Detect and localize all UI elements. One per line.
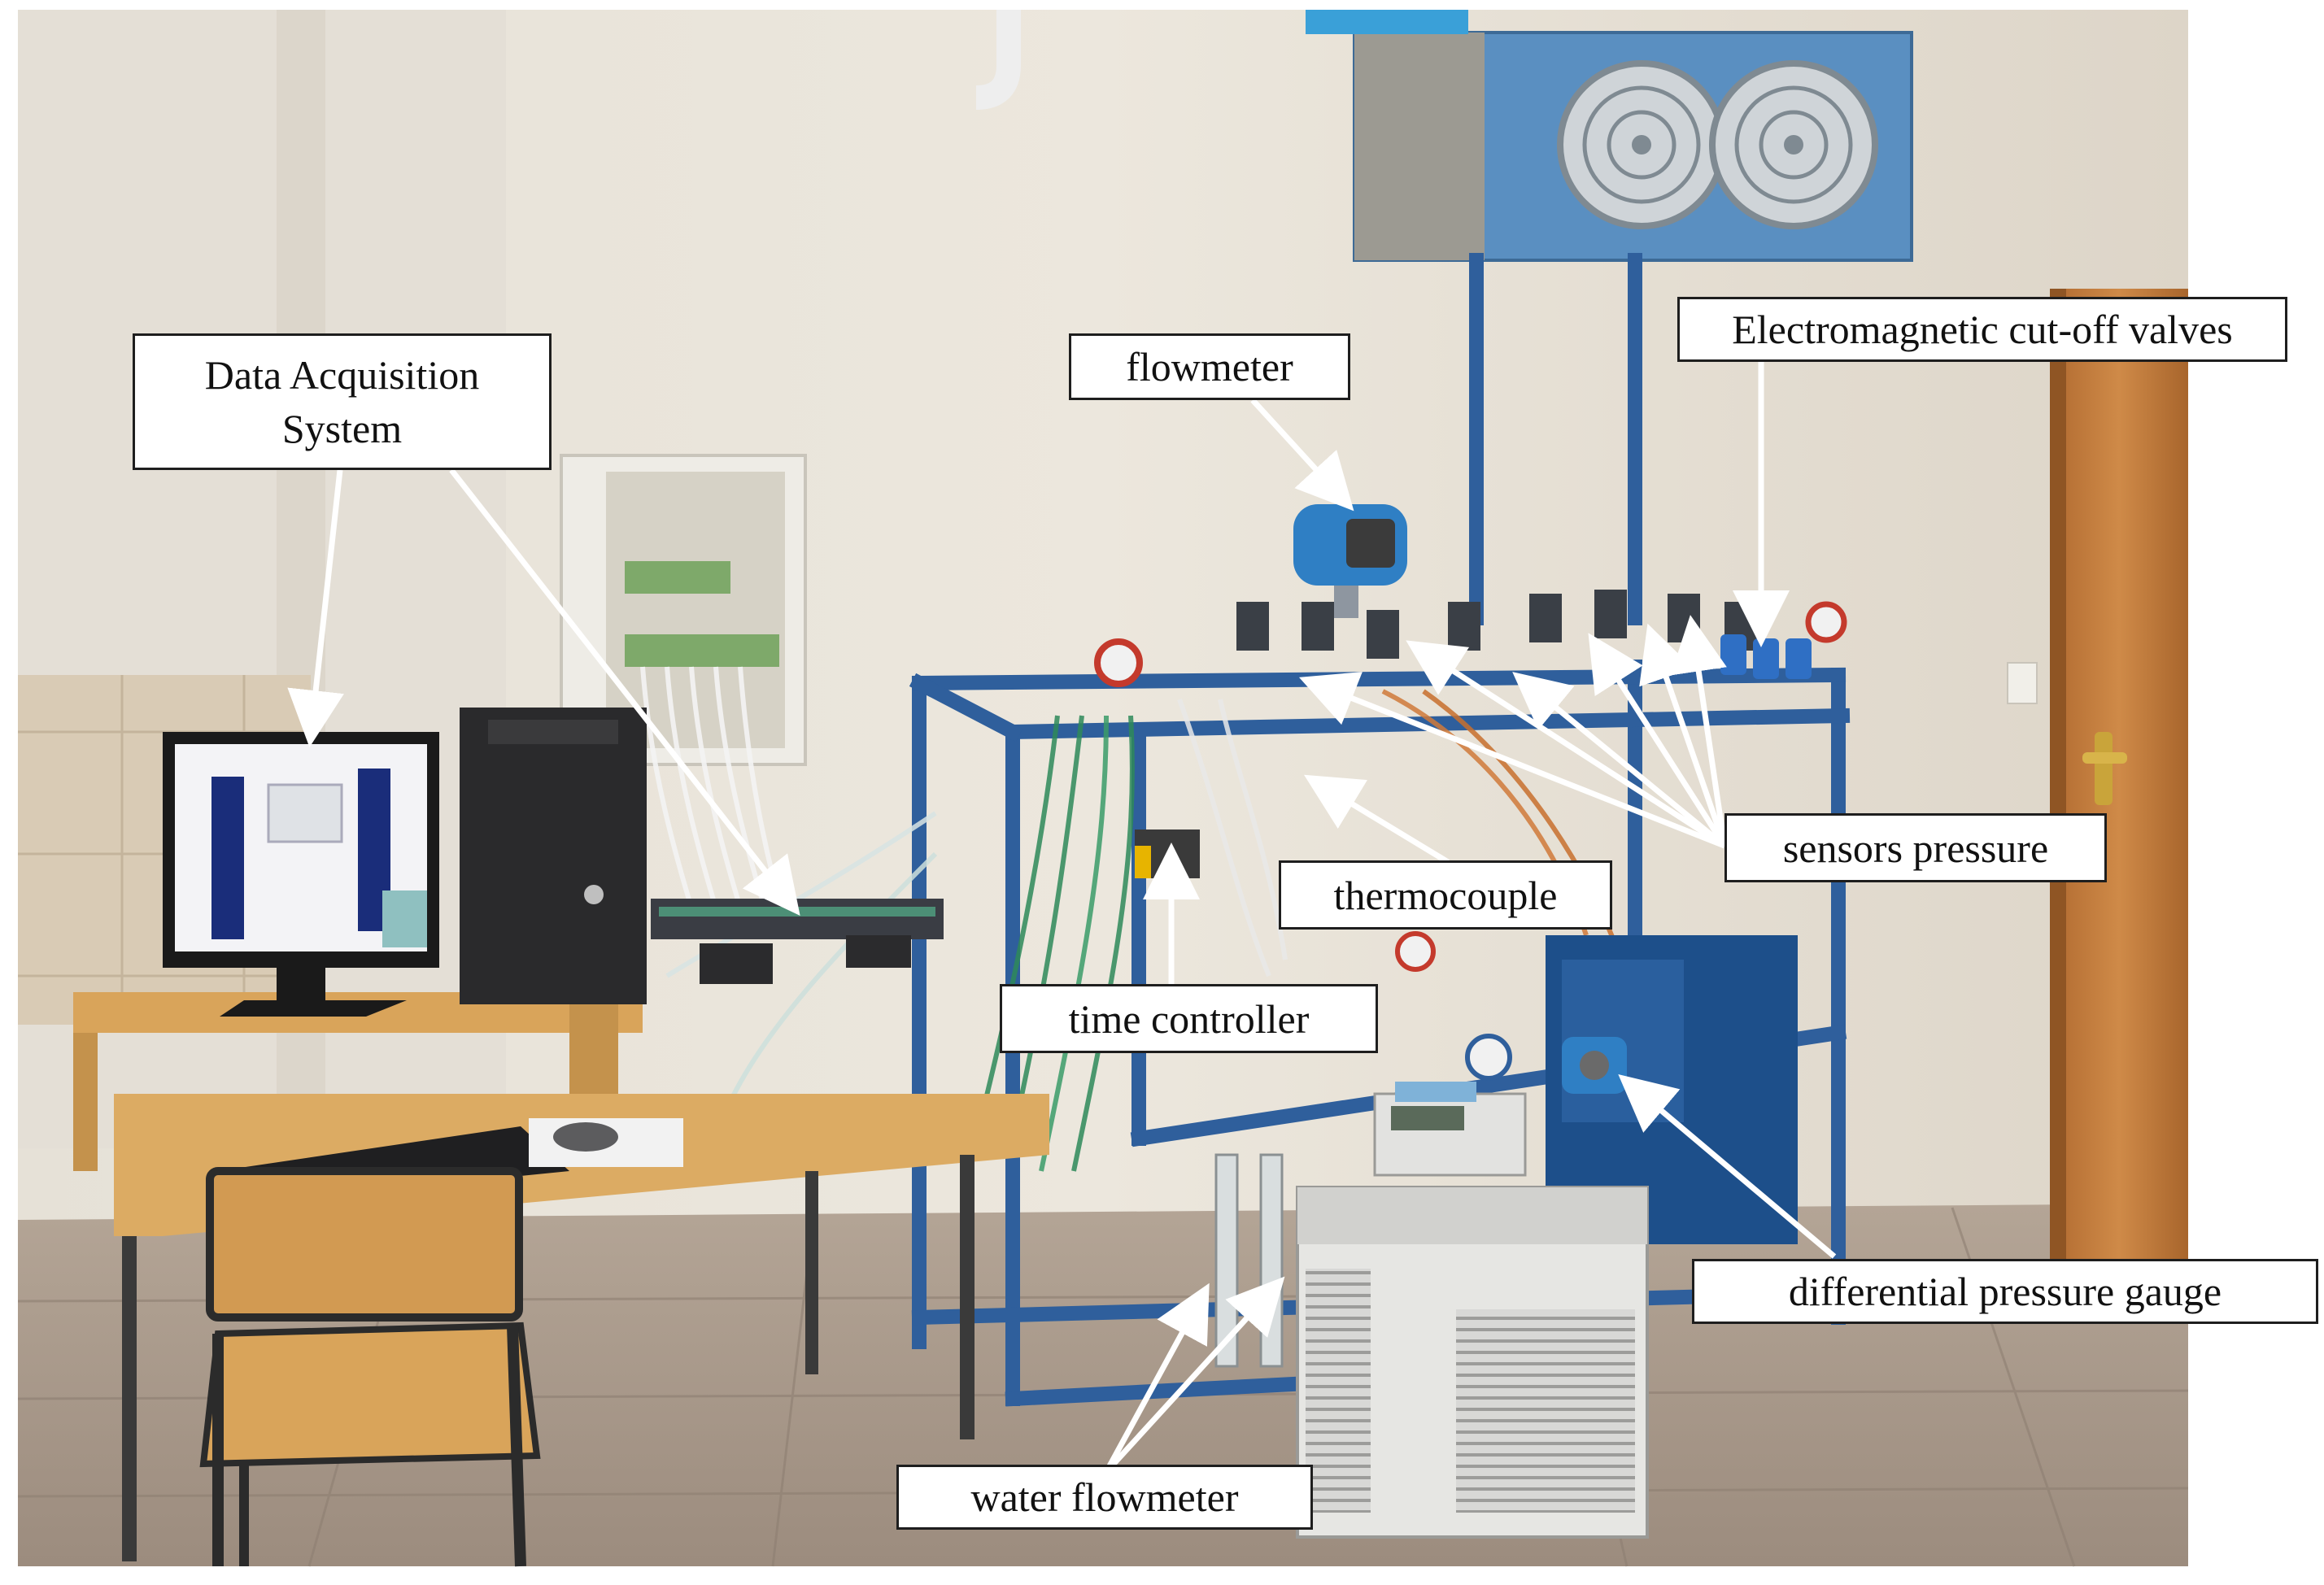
label-sensors-pressure: sensors pressure <box>1724 813 2107 882</box>
label-electromagnetic-valves: Electromagnetic cut-off valves <box>1677 297 2287 362</box>
pressure-sensor-row <box>1236 590 1757 659</box>
label-differential-pressure-gauge: differential pressure gauge <box>1692 1259 2318 1324</box>
gauge-icon <box>1094 601 1847 1081</box>
label-time-controller: time controller <box>1000 984 1378 1053</box>
differential-pressure-device <box>1562 1037 1627 1094</box>
label-water-flowmeter: water flowmeter <box>896 1465 1313 1530</box>
fan-icon <box>1557 60 1726 229</box>
annotation-arrows <box>287 362 1837 1474</box>
label-data-acquisition-system: Data Acquisition System <box>133 333 552 470</box>
label-flowmeter: flowmeter <box>1069 333 1350 400</box>
label-data-acquisition-line1: Data Acquisition <box>204 352 480 398</box>
monitor-icon <box>163 732 439 1017</box>
chiller-unit-icon <box>1296 1082 1649 1539</box>
condenser-unit <box>1306 10 1913 262</box>
mouse-icon <box>529 1118 683 1167</box>
label-data-acquisition-line2: System <box>281 406 403 451</box>
valve-icon <box>1720 634 1812 679</box>
time-controller-device <box>1135 830 1200 878</box>
computer-tower-icon <box>460 708 647 1004</box>
flowmeter-device-icon <box>1293 504 1407 618</box>
fan-icon <box>1709 60 1878 229</box>
chair-icon <box>199 1167 541 1567</box>
label-thermocouple: thermocouple <box>1279 860 1612 930</box>
